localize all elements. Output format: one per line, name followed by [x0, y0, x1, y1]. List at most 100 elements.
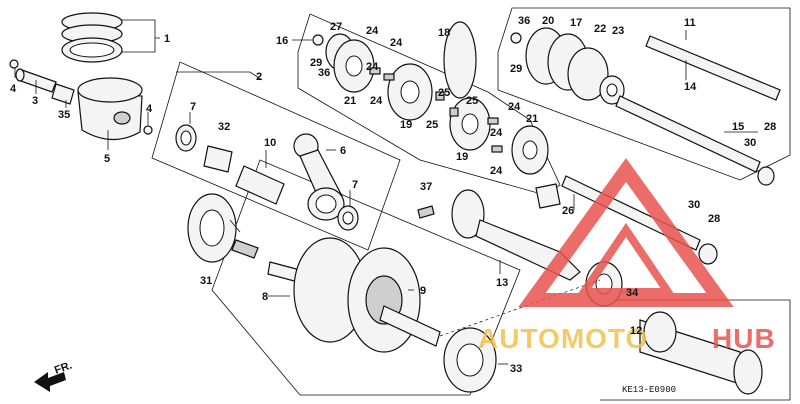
washer-28-upper: [757, 166, 775, 186]
watermark-logo: AUTOMOTO HUB: [478, 158, 776, 354]
mainshaft-gear-group-outline: [297, 13, 561, 196]
part-label-24: 24: [390, 37, 403, 49]
piston-skirt: [77, 91, 143, 141]
gear-21-upper-bore: [345, 55, 363, 77]
crankshaft: [267, 237, 441, 353]
clip-left: [9, 59, 19, 69]
part-label-19: 19: [400, 119, 412, 131]
front-arrow-icon: [34, 372, 66, 392]
part-label-31: 31: [200, 275, 212, 287]
part-label-21: 21: [526, 113, 538, 125]
part-label-22: 22: [594, 23, 606, 35]
part-label-24: 24: [490, 127, 503, 139]
crank-pin-10: [235, 165, 285, 205]
part-label-25: 25: [438, 87, 450, 99]
part-label-28: 28: [764, 121, 776, 133]
starter-gear-12: [643, 311, 677, 353]
part-label-10: 10: [264, 137, 276, 149]
countershaft-gear-group-outline: [497, 7, 791, 181]
part-label-16: 16: [276, 35, 288, 47]
part-label-33: 33: [510, 363, 522, 375]
part-label-13: 13: [496, 277, 508, 289]
part-label-37: 37: [420, 181, 432, 193]
gear-18: [443, 21, 477, 99]
oil-seal-26: [535, 183, 561, 209]
washer-23-hole: [606, 83, 618, 97]
part-label-30: 30: [688, 199, 700, 211]
leader-1b: [122, 38, 156, 53]
part-label-26: 26: [562, 205, 574, 217]
leader-2: [176, 71, 263, 81]
needle-bearing-32: [203, 145, 233, 173]
piston-pin-end: [15, 68, 25, 82]
piston-rings: [61, 12, 123, 63]
drive-gear-13: [451, 189, 485, 239]
countershaft-gears: [510, 27, 625, 105]
part-label-30: 30: [744, 137, 756, 149]
part-label-18: 18: [438, 27, 450, 39]
part-label-12: 12: [630, 325, 642, 337]
gear-19-upper-bore: [400, 80, 420, 104]
piston-pin-boss: [113, 111, 131, 125]
starter-bearing-12: [733, 349, 763, 395]
inset-part-12: [639, 311, 763, 395]
part-label-5: 5: [104, 153, 110, 165]
main-bearing-33: [443, 327, 497, 393]
leader-axis-crank: [439, 279, 601, 337]
ring-oil-inner: [69, 42, 115, 58]
woodruff-key-threaded: [231, 239, 259, 259]
crank-right-shaft: [379, 305, 441, 347]
pawl-25-a: [435, 91, 445, 101]
spring-24-a: [369, 67, 381, 75]
shaft-15: [615, 95, 761, 173]
part-label-6: 6: [340, 145, 346, 157]
leader-31: [229, 219, 241, 233]
watermark-text-right: HUB: [712, 323, 776, 354]
part-label-15: 15: [732, 121, 744, 133]
part-label-29: 29: [310, 57, 322, 69]
part-label-25: 25: [466, 95, 478, 107]
mainshaft-gears: [312, 21, 549, 175]
front-marker-label: FR.: [53, 359, 74, 376]
part-label-24: 24: [508, 101, 521, 113]
piston-pin: [15, 68, 57, 93]
shaft-14: [645, 35, 781, 101]
part-label-21: 21: [344, 95, 356, 107]
main-bearing-31: [187, 193, 237, 263]
part-label-25: 25: [426, 119, 438, 131]
watermark-text-left: AUTOMOTO: [478, 323, 648, 354]
part-label-14: 14: [684, 81, 697, 93]
part-label-36: 36: [518, 15, 530, 27]
clip-29-left: [312, 34, 324, 46]
gear-19-lower-bore: [461, 113, 479, 135]
part-label-20: 20: [542, 15, 554, 27]
clip-right: [143, 125, 153, 135]
connecting-rod-group-outline: [151, 61, 401, 251]
part-label-8: 8: [262, 291, 268, 303]
spring-24-b: [383, 73, 395, 81]
part-label-27: 27: [330, 21, 342, 33]
part-label-24: 24: [370, 95, 383, 107]
part-label-29: 29: [510, 63, 522, 75]
piston: [77, 77, 143, 141]
part-label-35: 35: [58, 109, 70, 121]
thrust-washer-7b-hole: [342, 211, 354, 225]
key-37: [417, 205, 435, 219]
part-label-2: 2: [256, 71, 262, 83]
bearing-35-body: [51, 83, 75, 105]
gear-21-lower-bore: [522, 140, 538, 160]
part-label-3: 3: [32, 95, 38, 107]
bearing-31-inner: [199, 209, 225, 247]
part-label-11: 11: [684, 17, 696, 29]
spring-24-d: [491, 145, 503, 153]
leader-1a: [122, 19, 160, 39]
watermark-triangle: [518, 158, 734, 307]
part-label-24: 24: [366, 61, 379, 73]
thrust-washer-7a-hole: [180, 130, 192, 146]
part-label-9: 9: [420, 285, 426, 297]
washer-28-lower: [698, 243, 718, 265]
part-label-32: 32: [218, 121, 230, 133]
